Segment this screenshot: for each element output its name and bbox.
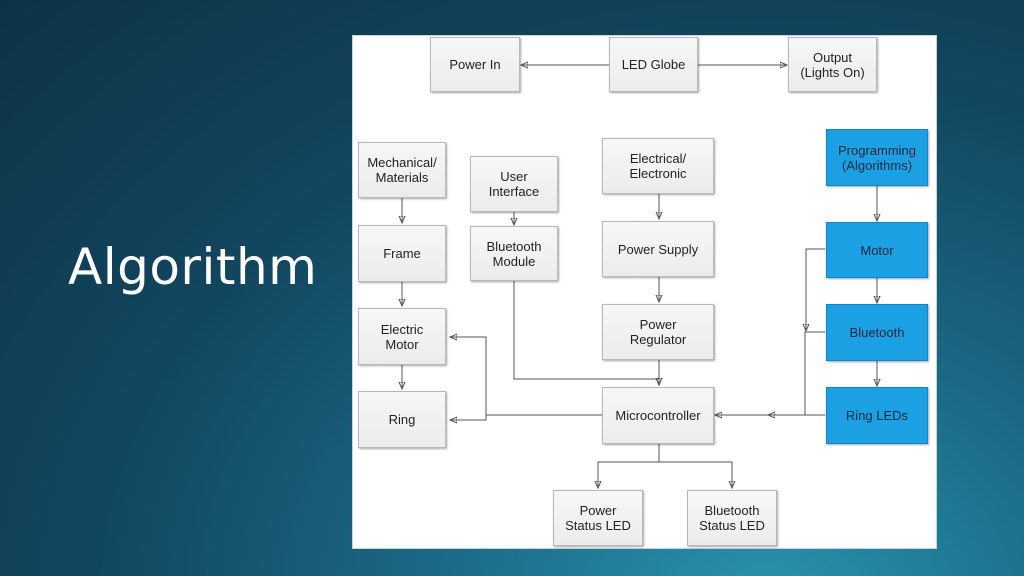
line-motor-feedback bbox=[806, 248, 825, 331]
frame-block: Frame bbox=[358, 225, 446, 282]
electrical-electronic-block: Electrical/ Electronic bbox=[602, 138, 714, 194]
block-diagram: Power In LED Globe Output (Lights On) Me… bbox=[352, 35, 937, 549]
user-interface-block: User Interface bbox=[470, 156, 558, 212]
ring-leds-block: Ring LEDs bbox=[826, 387, 928, 444]
bluetooth-module-block: Bluetooth Module bbox=[470, 226, 558, 281]
connector-lines bbox=[353, 36, 936, 548]
mechanical-materials-block: Mechanical/ Materials bbox=[358, 142, 446, 198]
bluetooth-status-led-block: Bluetooth Status LED bbox=[687, 490, 777, 546]
electric-motor-block: Electric Motor bbox=[358, 308, 446, 365]
power-regulator-block: Power Regulator bbox=[602, 304, 714, 360]
power-supply-block: Power Supply bbox=[602, 221, 714, 277]
ring-block: Ring bbox=[358, 391, 446, 448]
microcontroller-block: Microcontroller bbox=[602, 387, 714, 444]
line-mcu-to-ring bbox=[450, 414, 602, 420]
led-globe-block: LED Globe bbox=[609, 37, 698, 92]
line-mcu-to-motor bbox=[450, 337, 487, 415]
bluetooth-block: Bluetooth bbox=[826, 304, 928, 361]
slide-title: Algorithm bbox=[68, 238, 318, 296]
power-status-led-block: Power Status LED bbox=[553, 490, 643, 546]
programming-algorithms-block: Programming (Algorithms) bbox=[826, 129, 928, 186]
output-block: Output (Lights On) bbox=[788, 37, 877, 92]
line-mcu-to-status bbox=[598, 444, 660, 488]
power-in-block: Power In bbox=[430, 37, 520, 92]
motor-block: Motor bbox=[826, 222, 928, 278]
